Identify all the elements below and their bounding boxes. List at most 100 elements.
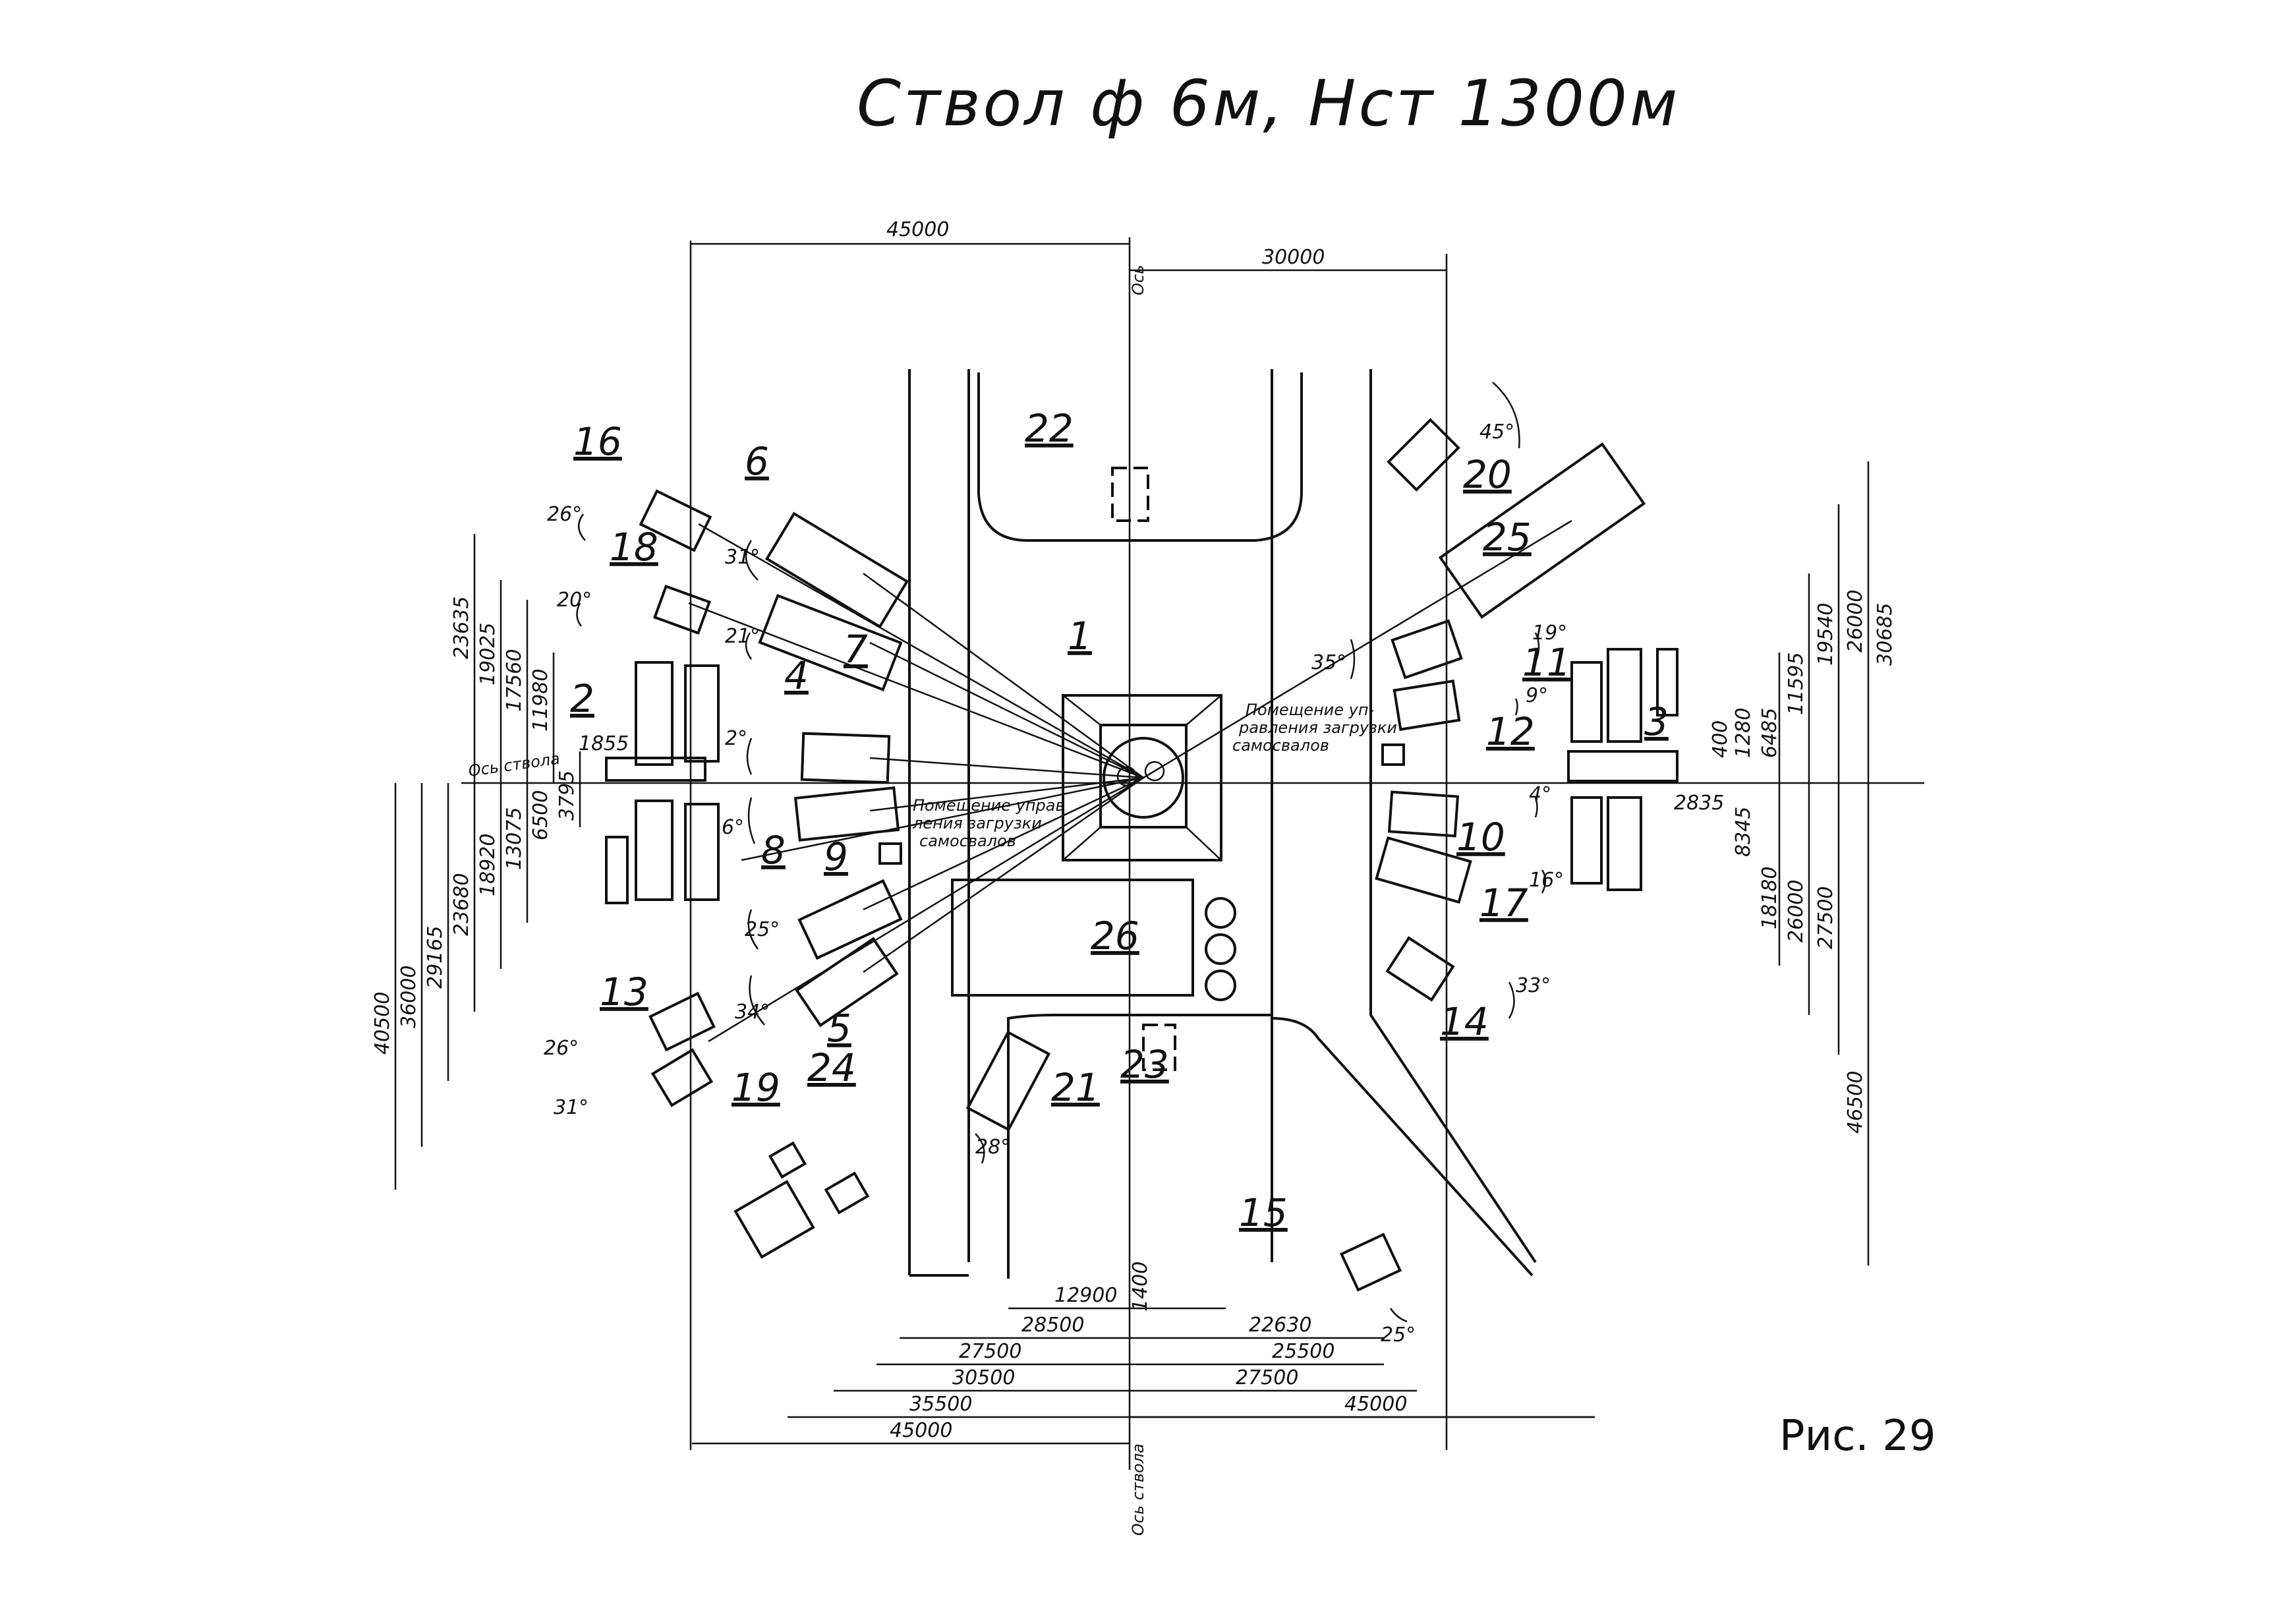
svg-text:12900: 12900 xyxy=(1054,1284,1117,1307)
svg-text:2°: 2° xyxy=(725,727,747,750)
svg-text:9°: 9° xyxy=(1526,684,1548,707)
svg-text:17560: 17560 xyxy=(503,649,526,712)
svg-text:9: 9 xyxy=(824,834,848,879)
room-22-hatch xyxy=(1111,467,1149,522)
svg-text:35°: 35° xyxy=(1311,651,1346,674)
svg-text:30500: 30500 xyxy=(952,1366,1015,1389)
svg-text:22: 22 xyxy=(1025,406,1074,451)
svg-text:30000: 30000 xyxy=(1262,246,1325,269)
svg-text:5: 5 xyxy=(827,1006,851,1051)
svg-text:19°: 19° xyxy=(1532,622,1567,645)
svg-text:4°: 4° xyxy=(1529,783,1551,806)
svg-text:24: 24 xyxy=(807,1045,856,1090)
equipment-labels: 1 2 3 4 5 6 7 8 9 10 11 12 13 14 15 16 1… xyxy=(570,406,1669,1235)
svg-text:6°: 6° xyxy=(722,816,744,839)
dimension-lines xyxy=(394,243,1870,1445)
svg-text:8345: 8345 xyxy=(1732,807,1755,857)
svg-text:1400: 1400 xyxy=(1129,1262,1152,1312)
svg-text:36000: 36000 xyxy=(397,966,420,1028)
svg-text:1280: 1280 xyxy=(1732,708,1755,758)
svg-text:19: 19 xyxy=(732,1065,780,1110)
headframe-diagonals xyxy=(1062,695,1222,861)
room-note-right: Помещение уп- равления загрузки самосвал… xyxy=(1232,701,1397,755)
room-22-outline xyxy=(977,372,1303,542)
svg-text:10: 10 xyxy=(1456,815,1505,859)
svg-text:45000: 45000 xyxy=(890,1419,952,1442)
machine-26-drum-2 xyxy=(1205,933,1236,965)
svg-text:21°: 21° xyxy=(725,625,760,648)
vertical-axis-label: Ось ствола xyxy=(1129,1443,1147,1536)
dimension-values: 45000 30000 12900 28500 22630 27500 2550… xyxy=(371,218,1897,1442)
svg-text:3: 3 xyxy=(1644,699,1669,744)
svg-text:27500: 27500 xyxy=(1814,887,1837,949)
angle-arcs xyxy=(576,382,1547,1323)
svg-text:26000: 26000 xyxy=(1844,590,1867,653)
svg-text:45000: 45000 xyxy=(886,218,949,241)
svg-text:17: 17 xyxy=(1479,881,1528,925)
svg-text:45°: 45° xyxy=(1479,421,1514,444)
svg-text:20°: 20° xyxy=(557,589,592,612)
svg-text:19025: 19025 xyxy=(476,623,500,685)
svg-text:25°: 25° xyxy=(745,918,780,941)
svg-text:29165: 29165 xyxy=(424,926,447,989)
svg-text:33°: 33° xyxy=(1516,974,1551,997)
right-hoist-building xyxy=(1381,648,1679,891)
svg-text:26000: 26000 xyxy=(1785,880,1808,943)
svg-text:40500: 40500 xyxy=(371,992,394,1055)
svg-text:6: 6 xyxy=(745,439,769,484)
figure-label: Рис. 29 xyxy=(1779,1412,1936,1461)
svg-text:26: 26 xyxy=(1091,914,1139,958)
shaft-circle xyxy=(1103,737,1184,819)
svg-text:31°: 31° xyxy=(725,546,760,569)
svg-text:15: 15 xyxy=(1239,1190,1288,1235)
svg-text:34°: 34° xyxy=(735,1001,770,1024)
svg-text:3795: 3795 xyxy=(556,770,579,821)
svg-text:6485: 6485 xyxy=(1758,708,1781,758)
svg-text:35500: 35500 xyxy=(909,1393,972,1416)
svg-text:16°: 16° xyxy=(1529,869,1564,892)
svg-text:46500: 46500 xyxy=(1844,1071,1867,1134)
svg-text:13: 13 xyxy=(600,970,648,1014)
svg-text:26°: 26° xyxy=(544,1037,579,1060)
svg-text:12: 12 xyxy=(1486,709,1535,754)
svg-text:25500: 25500 xyxy=(1272,1340,1335,1363)
machine-26-block xyxy=(951,879,1194,997)
left-hoist-building xyxy=(605,661,902,904)
svg-text:23680: 23680 xyxy=(450,873,473,936)
svg-text:28500: 28500 xyxy=(1021,1314,1084,1337)
horizontal-axis-label: Ось ствола xyxy=(467,749,561,780)
svg-text:равления загрузки: равления загрузки xyxy=(1238,718,1397,737)
svg-text:26°: 26° xyxy=(547,503,582,526)
machine-26-drum-1 xyxy=(1205,897,1236,929)
svg-text:22630: 22630 xyxy=(1249,1314,1311,1337)
svg-text:25°: 25° xyxy=(1381,1323,1416,1347)
svg-text:30685: 30685 xyxy=(1874,603,1897,666)
angle-values: 26° 31° 20° 21° 2° 6° 25° 34° 26° 31° 45… xyxy=(544,421,1567,1347)
svg-text:7: 7 xyxy=(844,627,868,672)
headframe-block xyxy=(1062,694,1222,861)
svg-text:11595: 11595 xyxy=(1785,653,1808,715)
svg-text:1855: 1855 xyxy=(579,732,629,755)
hall-wall-outline xyxy=(908,369,1537,1275)
svg-text:2835: 2835 xyxy=(1674,792,1724,815)
svg-text:27500: 27500 xyxy=(959,1340,1021,1363)
svg-text:28°: 28° xyxy=(975,1136,1010,1159)
svg-text:ления загрузки: ления загрузки xyxy=(912,814,1042,832)
hall-lower-outline xyxy=(909,1014,1534,1279)
svg-text:19540: 19540 xyxy=(1814,603,1837,666)
svg-text:18920: 18920 xyxy=(476,834,500,896)
winding-machines xyxy=(639,418,1646,1292)
svg-text:23635: 23635 xyxy=(450,596,473,659)
svg-text:самосвалов: самосвалов xyxy=(919,832,1016,850)
svg-text:11980: 11980 xyxy=(529,669,552,732)
svg-text:18180: 18180 xyxy=(1758,867,1781,929)
svg-text:25: 25 xyxy=(1483,515,1532,560)
svg-text:2: 2 xyxy=(570,676,594,721)
svg-text:самосвалов: самосвалов xyxy=(1232,736,1329,755)
svg-text:13075: 13075 xyxy=(503,807,526,870)
svg-text:23: 23 xyxy=(1120,1042,1169,1087)
svg-text:31°: 31° xyxy=(554,1096,588,1119)
skip-right xyxy=(1144,761,1165,782)
